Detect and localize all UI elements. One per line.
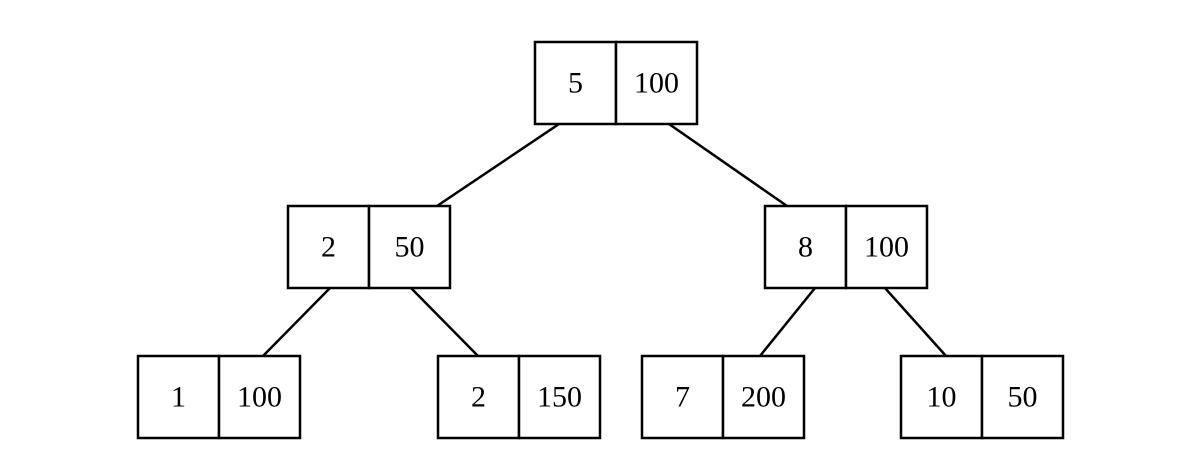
- node-value-label: 50: [395, 231, 425, 264]
- node-key-cell: [436, 354, 521, 440]
- edge-right-rl: [759, 287, 816, 357]
- node-key-cell: [763, 204, 848, 290]
- node-key-label: 1: [171, 381, 186, 414]
- node-value-label: 150: [537, 381, 582, 414]
- node-value-label: 50: [1008, 381, 1038, 414]
- tree-node-left: 2 50: [286, 204, 452, 290]
- node-key-label: 5: [568, 67, 583, 100]
- tree-node-ll: 1 100: [136, 354, 302, 440]
- tree-node-root: 5 100: [533, 40, 699, 126]
- node-key-label: 2: [321, 231, 336, 264]
- node-key-cell: [899, 354, 984, 440]
- edge-left-lr: [410, 287, 479, 357]
- node-key-cell: [640, 354, 725, 440]
- tree-node-right: 8 100: [763, 204, 929, 290]
- node-key-label: 8: [798, 231, 813, 264]
- node-value-cell: [721, 354, 806, 440]
- node-value-label: 200: [741, 381, 786, 414]
- node-value-cell: [517, 354, 602, 440]
- nodes-layer: 5 100 2 50 8 100 1 100 2 150 7 200 10 50: [136, 40, 1065, 440]
- node-key-label: 7: [675, 381, 690, 414]
- node-value-cell: [614, 40, 699, 126]
- node-key-cell: [533, 40, 618, 126]
- node-value-label: 100: [634, 67, 679, 100]
- edge-root-left: [436, 122, 560, 208]
- node-key-label: 2: [471, 381, 486, 414]
- tree-node-lr: 2 150: [436, 354, 602, 440]
- node-value-cell: [367, 204, 452, 290]
- node-value-cell: [980, 354, 1065, 440]
- node-value-cell: [217, 354, 302, 440]
- node-value-cell: [844, 204, 929, 290]
- edge-root-right: [668, 122, 788, 208]
- edge-right-rr: [884, 287, 947, 357]
- node-key-cell: [136, 354, 221, 440]
- node-key-label: 10: [927, 381, 957, 414]
- edge-left-ll: [262, 287, 331, 357]
- tree-node-rr: 10 50: [899, 354, 1065, 440]
- tree-node-rl: 7 200: [640, 354, 806, 440]
- edges-layer: [262, 122, 947, 357]
- node-value-label: 100: [237, 381, 282, 414]
- node-value-label: 100: [864, 231, 909, 264]
